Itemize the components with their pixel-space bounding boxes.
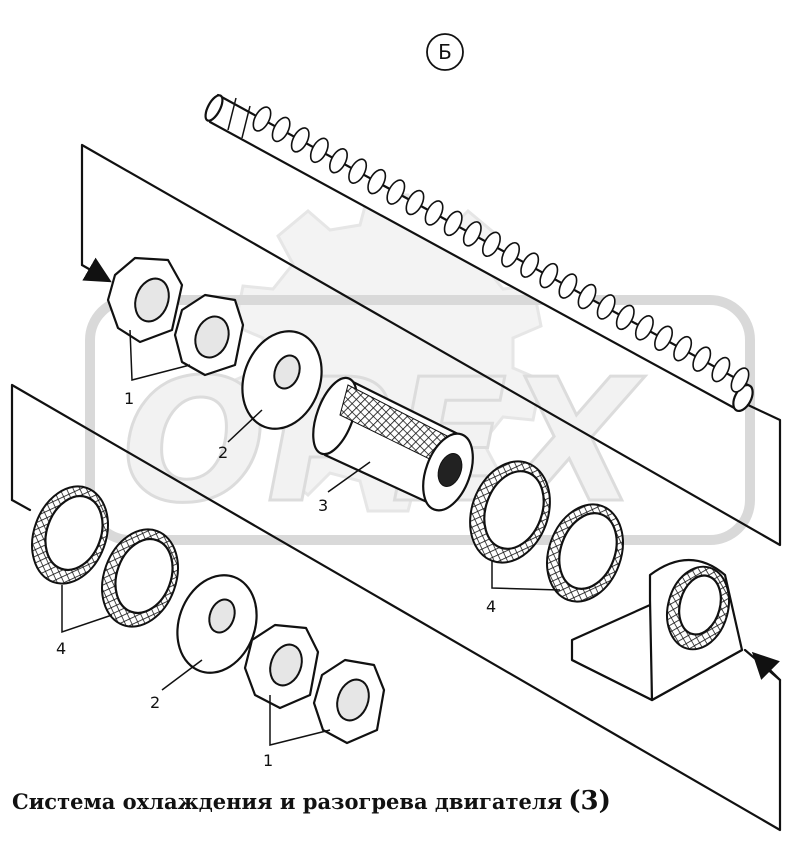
shaft-knurl-ridge [462,221,482,247]
caption-title: Система охлаждения и разогрева двигателя [12,789,563,814]
shaft-knurl-ridge [615,304,635,331]
leader-nuts-upper [129,329,191,381]
nut-upper-2 [173,293,245,377]
shaft-knurl-ridge [673,335,693,362]
knurled-shaft [204,93,754,413]
support-bracket [570,558,744,702]
shaft-knurl-ridges [252,106,750,393]
washer-upper [241,330,323,430]
shaft-knurl-ridge [596,294,616,320]
shaft-knurl-ridge [271,116,291,143]
shaft-knurl-ridge [730,367,750,393]
ring-right-1 [469,460,551,564]
callout-rings-left: 4 [56,639,66,658]
callout-washer-lower: 2 [150,693,160,712]
view-label-text: Б [438,40,452,64]
leader-rings-left [61,585,113,634]
callout-nuts-upper: 1 [124,389,134,408]
leader-washer-upper [227,409,263,443]
nut-upper-1 [106,256,184,344]
callout-nuts-lower: 1 [263,751,273,770]
callout-washer-upper: 2 [218,443,228,462]
shaft-knurl-ridge [634,315,654,341]
ring-right-2 [546,503,624,603]
leader-rings-right [491,560,561,591]
shaft-knurl-ridge [309,137,329,164]
shaft-knurl-ridge [367,168,387,195]
diagram-caption: Система охлаждения и разогрева двигателя… [12,786,611,816]
shaft-knurl-ridge [424,200,444,226]
shaft-knurl-ridge [539,262,559,289]
nut-lower-1 [243,623,320,710]
ring-left-1 [31,485,109,585]
shaft-knurl-ridge [577,283,597,310]
shaft-knurl-ridge [654,325,674,351]
shaft-knurl-ridge [711,356,731,383]
ring-left-2 [101,528,179,628]
shaft-knurl-ridge [520,252,540,278]
upper-frame [80,143,782,547]
leader-washer-lower [161,659,203,691]
shaft-knurl-ridge [348,158,368,184]
view-label: Б [426,33,464,71]
caption-part-number: (3) [568,786,611,816]
shaft-knurl-ridge [692,346,712,372]
shaft-knurl-ridge [386,179,406,205]
coupling-sleeve [312,376,474,512]
washer-lower [176,574,258,674]
shaft-knurl-ridge [290,127,310,153]
shaft-knurl-ridge [558,273,578,299]
nut-lower-2 [312,658,386,745]
leader-coupling [327,461,371,493]
shaft-knurl-ridge [501,241,521,268]
callout-rings-right: 4 [486,597,496,616]
callout-coupling: 3 [318,496,328,515]
leader-nuts-lower [269,695,331,746]
shaft-knurl-ridge [252,106,272,132]
shaft-knurl-ridge [481,231,501,258]
shaft-knurl-ridge [328,148,348,174]
shaft-knurl-ridge [405,189,425,216]
shaft-knurl-ridge [443,210,463,237]
